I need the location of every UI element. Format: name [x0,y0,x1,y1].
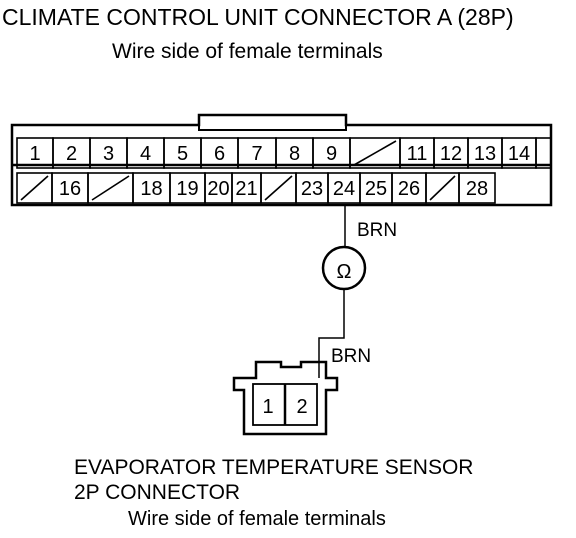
pin-label-19: 19 [176,178,198,200]
connector-b-pin-1: 1 [262,396,273,418]
unused-cavity-slash [91,175,130,201]
connector-b-face [252,383,318,426]
pin-label-26: 26 [398,178,420,200]
pin-label-18: 18 [140,178,162,200]
unused-cavity-slash [264,175,293,201]
pin-label-12: 12 [440,143,462,165]
pin-label-23: 23 [301,178,323,200]
connector-b-subtitle: Wire side of female terminals [128,508,386,530]
pin-label-28: 28 [466,178,488,200]
pin-label-20: 20 [207,178,229,200]
unused-cavity-slash [353,140,397,166]
pin-label-2: 2 [66,143,77,165]
unused-cavity-slash [429,175,456,201]
pin-label-3: 3 [103,143,114,165]
connector-b-title-line2: 2P CONNECTOR [74,481,241,504]
wire-brn-lower [318,289,345,378]
ohm-icon: Ω [337,261,352,283]
pin-label-11: 11 [407,143,428,165]
wire-color-label-upper: BRN [357,220,397,241]
row1-cavity [535,137,552,169]
pin-label-4: 4 [140,143,151,165]
connector-a-lock [198,125,347,131]
connector-b-title: EVAPORATOR TEMPERATURE SENSOR 2P CONNECT… [74,455,473,505]
pin-label-1: 1 [29,143,40,165]
pin-label-6: 6 [214,143,225,165]
unused-cavity-slash [20,175,49,201]
connector-a-subtitle: Wire side of female terminals [112,40,383,63]
pin-label-13: 13 [474,143,496,165]
pin-label-25: 25 [365,178,387,200]
connector-a-title: CLIMATE CONTROL UNIT CONNECTOR A (28P) [2,4,514,30]
pin-label-9: 9 [326,143,337,165]
pin-label-14: 14 [508,143,530,165]
pin-label-7: 7 [251,143,262,165]
pin-label-24: 24 [333,178,355,200]
pin-label-16: 16 [59,178,81,200]
pin-label-8: 8 [289,143,300,165]
pin-label-5: 5 [177,143,188,165]
wire-color-label-lower: BRN [331,346,371,367]
connector-b-pin-2: 2 [296,396,307,418]
connector-b-title-line1: EVAPORATOR TEMPERATURE SENSOR [74,456,474,479]
connector-b-housing [232,360,339,436]
row2-cavity [458,172,496,204]
pin-label-21: 21 [235,178,257,200]
